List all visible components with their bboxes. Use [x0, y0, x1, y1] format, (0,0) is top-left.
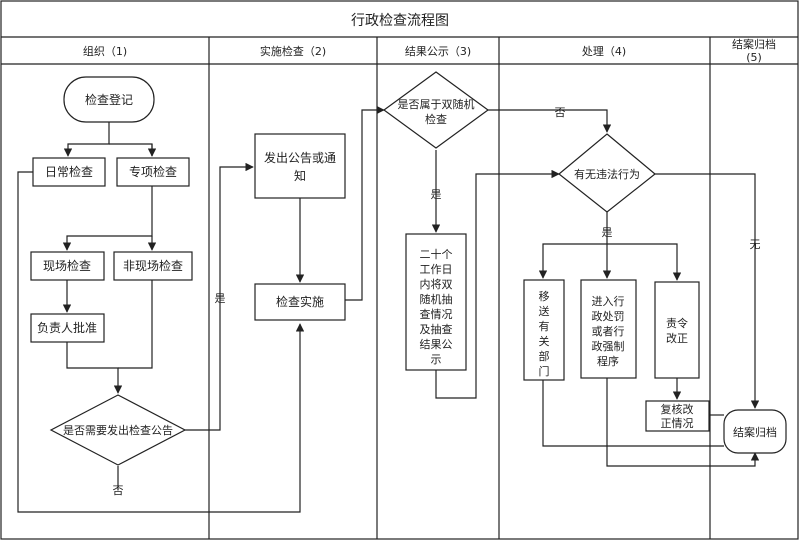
label-archive: 结案归档	[733, 425, 777, 439]
lane-header-implement: 实施检查（2)	[260, 44, 326, 58]
edge-label-yes-random: 是	[431, 188, 442, 201]
label-routine: 日常检查	[45, 164, 93, 179]
box-recheck	[645, 400, 710, 432]
label-recheck-line2: 正情况	[661, 417, 694, 430]
label-transfer-char: 门	[539, 364, 550, 378]
box-routine-check	[32, 157, 106, 187]
lane-separators	[208, 37, 711, 539]
label-transfer-char: 有	[539, 319, 550, 333]
label-notice-line2: 知	[294, 169, 306, 183]
label-punish-line: 政处罚	[592, 309, 625, 323]
decision-need-notice	[49, 394, 187, 466]
page-title: 行政检查流程图	[351, 13, 449, 29]
edge-label-yes-violation: 是	[602, 226, 613, 239]
box-punish	[580, 279, 637, 379]
decision-violation	[558, 133, 656, 213]
box-approve	[30, 313, 105, 343]
edge-label-no-random: 否	[555, 106, 566, 119]
label-correct-line1: 责令	[666, 316, 688, 330]
label-transfer-char: 关	[539, 334, 550, 348]
label-random-line2: 检查	[425, 112, 447, 126]
box-transfer	[523, 279, 565, 381]
connectors	[17, 105, 760, 513]
box-publish-results	[405, 233, 467, 371]
edge-label-no-notice: 否	[113, 484, 124, 497]
label-special: 专项检查	[129, 164, 177, 179]
label-publish-line: 内将双	[420, 277, 453, 291]
label-violation: 有无违法行为	[574, 167, 640, 181]
label-approve: 负责人批准	[37, 320, 97, 335]
label-publish: 二十个 工作日 内将双 随机抽 查情况 及抽查 结果公 示	[420, 247, 453, 366]
label-transfer: 移 送 有 关 部 门	[539, 290, 550, 378]
label-transfer-char: 送	[539, 304, 550, 318]
label-notice-line1: 发出公告或通	[264, 150, 336, 165]
box-issue-notice	[254, 133, 346, 199]
box-special-check	[116, 157, 190, 187]
end-node-archive	[723, 409, 787, 454]
decision-random-check	[382, 71, 490, 149]
label-transfer-char: 移	[539, 290, 550, 303]
label-publish-line: 结果公	[420, 338, 453, 351]
label-implement: 检查实施	[276, 294, 324, 309]
lane-header-organize: 组织（1)	[83, 44, 127, 58]
label-punish-line: 程序	[597, 354, 619, 368]
start-node-register	[63, 76, 155, 123]
lane-header-handle: 处理（4)	[582, 45, 626, 58]
label-publish-line: 查情况	[420, 307, 453, 321]
label-publish-line: 随机抽	[420, 292, 453, 306]
label-punish-line: 进入行	[592, 295, 625, 308]
label-punish-line: 或者行	[592, 325, 625, 338]
box-correct	[654, 281, 700, 379]
label-register: 检查登记	[85, 92, 133, 107]
box-implement	[254, 283, 346, 321]
lane-header-archive-line1: 结案归档	[732, 37, 776, 51]
lane-header-publish: 结果公示（3)	[405, 45, 471, 58]
lane-header-archive-line2: (5)	[746, 51, 762, 64]
label-publish-line: 及抽查	[420, 322, 453, 336]
label-recheck-line1: 复核改	[661, 402, 694, 416]
label-publish-line: 工作日	[420, 263, 453, 276]
edge-label-no-violation: 无	[750, 238, 761, 251]
label-punish-line: 政强制	[592, 339, 625, 353]
label-offsite: 非现场检查	[123, 258, 183, 273]
label-publish-line: 二十个	[420, 247, 453, 261]
label-transfer-char: 部	[539, 349, 550, 363]
box-onsite-check	[30, 251, 105, 281]
label-onsite: 现场检查	[43, 258, 91, 273]
label-need-notice: 是否需要发出检查公告	[63, 423, 173, 437]
label-correct-line2: 改正	[666, 331, 688, 345]
label-random-line1: 是否属于双随机	[398, 97, 475, 111]
edge-label-yes-notice: 是	[215, 292, 226, 305]
label-punish: 进入行 政处罚 或者行 政强制 程序	[592, 295, 625, 368]
label-publish-line: 示	[431, 353, 442, 366]
box-offsite-check	[113, 251, 193, 281]
